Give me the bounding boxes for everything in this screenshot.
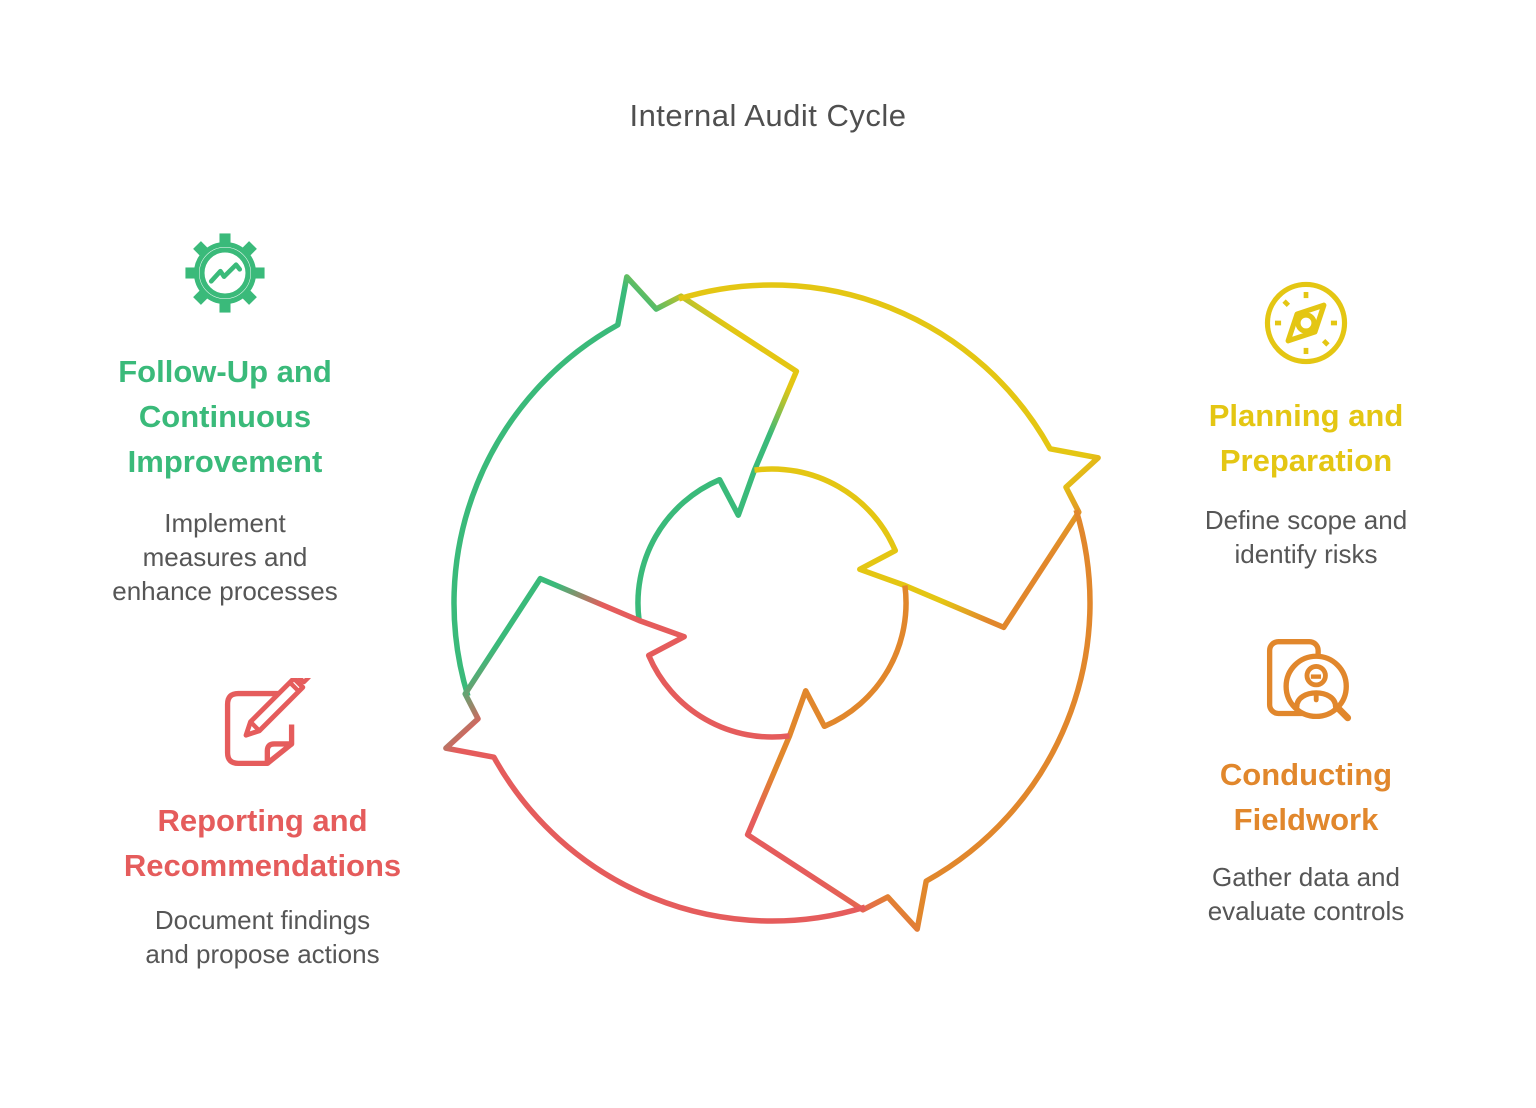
gear-trend-icon (179, 227, 271, 319)
cycle-arrow-followup (451, 274, 800, 697)
stage-desc-reporting: Document findings and propose actions (145, 905, 380, 969)
compass-icon (1259, 276, 1353, 370)
audit-cycle-diagram (443, 274, 1101, 932)
document-pen-icon (214, 678, 311, 775)
page-title: Internal Audit Cycle (629, 98, 907, 133)
stage-followup: Follow-Up and Continuous Improvement Imp… (55, 227, 395, 608)
stage-title-reporting: Reporting and Recommendations (123, 803, 402, 883)
cycle-arrow-planning (678, 282, 1101, 631)
stage-fieldwork: Conducting Fieldwork Gather data and eva… (1140, 632, 1472, 928)
stage-desc-followup: Implement measures and enhance processes (112, 508, 338, 606)
cycle-arrow-fieldwork (744, 509, 1093, 932)
stage-desc-planning: Define scope and identify risks (1204, 505, 1408, 569)
stage-title-followup: Follow-Up and Continuous Improvement (118, 354, 332, 479)
stage-reporting: Reporting and Recommendations Document f… (90, 678, 435, 971)
stage-planning: Planning and Preparation Define scope an… (1140, 276, 1472, 571)
stage-title-fieldwork: Conducting Fieldwork (1219, 757, 1393, 837)
stage-desc-fieldwork: Gather data and evaluate controls (1207, 862, 1405, 926)
magnifier-person-document-icon (1258, 632, 1355, 729)
stage-title-planning: Planning and Preparation (1208, 398, 1404, 478)
cycle-arrow-reporting (443, 575, 866, 924)
